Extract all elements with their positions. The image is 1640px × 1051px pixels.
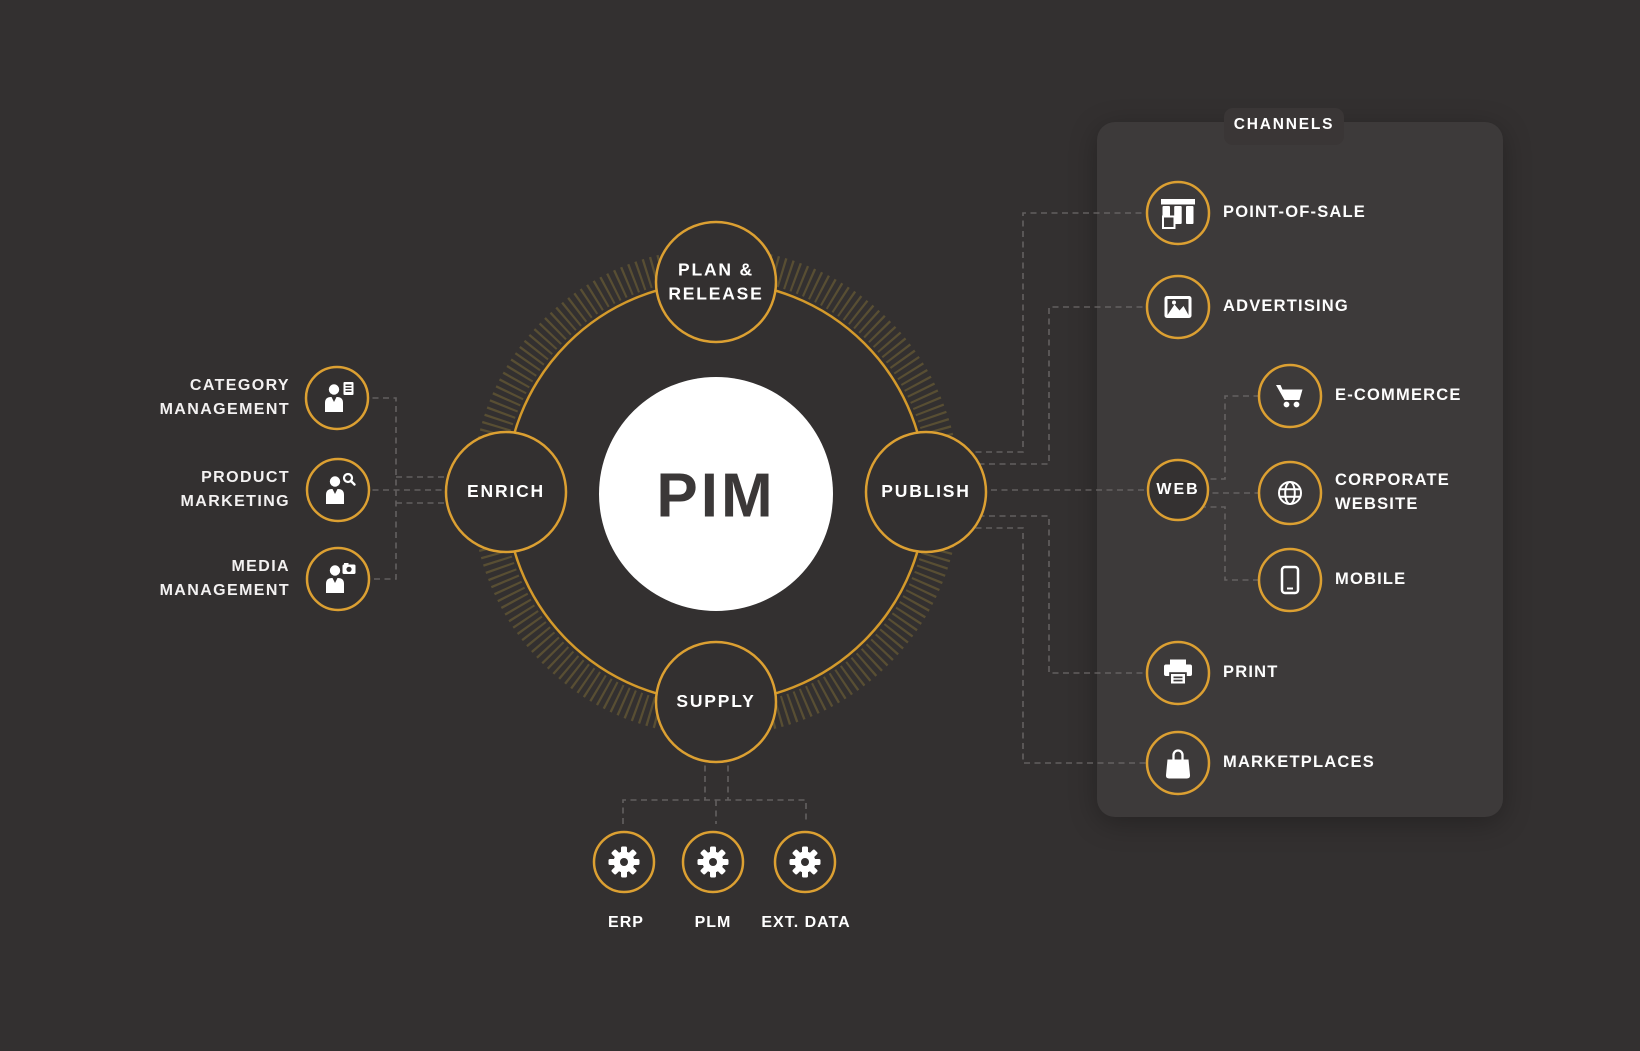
web-circle [1146,458,1210,522]
corporate-website-circle [1257,460,1323,526]
publish-label: PUBLISH [881,481,971,502]
globe-icon [1278,481,1302,505]
gear-icon [789,846,821,878]
person-camera-icon [326,563,356,593]
advertising-label: ADVERTISING [1223,297,1349,316]
erp-label: ERP [608,914,644,931]
channels-title: CHANNELS [1233,115,1335,133]
storefront-icon [1161,199,1195,229]
connector-web-mobile [1200,506,1258,581]
print-label: PRINT [1223,663,1279,682]
pim-core-circle [599,377,833,611]
connector-publish-advertising [968,306,1146,465]
smartphone-icon [1280,565,1300,595]
enrich-circle [444,430,568,554]
pim-core-label: PIM [656,461,776,531]
enrich-label: ENRICH [467,481,545,502]
marketplaces-label: MARKETPLACES [1223,753,1375,772]
category-management-label: CATEGORY MANAGEMENT [159,377,290,418]
plan-release-label: PLAN & RELEASE [668,259,764,303]
ext-data-label: EXT. DATA [761,914,851,931]
connector-enrich-bus [362,397,397,580]
media-management-label: MEDIA MANAGEMENT [159,558,290,599]
mobile-label: MOBILE [1335,570,1407,589]
product-marketing-label: PRODUCT MARKETING [180,469,290,510]
plan-release-circle [654,220,778,344]
gear-icon [608,846,640,878]
person-magnifier-icon [326,472,356,504]
connector-supply-sources [622,755,807,824]
e-commerce-label: E-COMMERCE [1335,386,1462,405]
connector-publish-marketplaces [965,527,1146,764]
connector-web-ecommerce [1200,395,1258,480]
ext-data-node [773,830,837,894]
image-icon [1164,296,1192,318]
printer-icon [1164,659,1192,685]
connector-publish-print [968,515,1146,674]
plm-node [681,830,745,894]
shopping-bag-icon [1165,749,1191,779]
web-label: WEB [1156,481,1200,498]
supply-circle [654,640,778,764]
supply-label: SUPPLY [676,691,756,712]
plm-label: PLM [694,914,732,931]
channels-tab: CHANNELS [1224,108,1344,145]
point-of-sale-label: POINT-OF-SALE [1223,203,1367,222]
gear-icon [697,846,729,878]
mobile-circle [1257,547,1323,613]
publish-circle [864,430,988,554]
connector-publish-pos [965,212,1146,453]
erp-node [592,830,656,894]
corporate-website-label: CORPORATE WEBSITE [1335,471,1450,513]
person-document-icon [325,382,354,412]
cart-icon [1276,385,1303,408]
